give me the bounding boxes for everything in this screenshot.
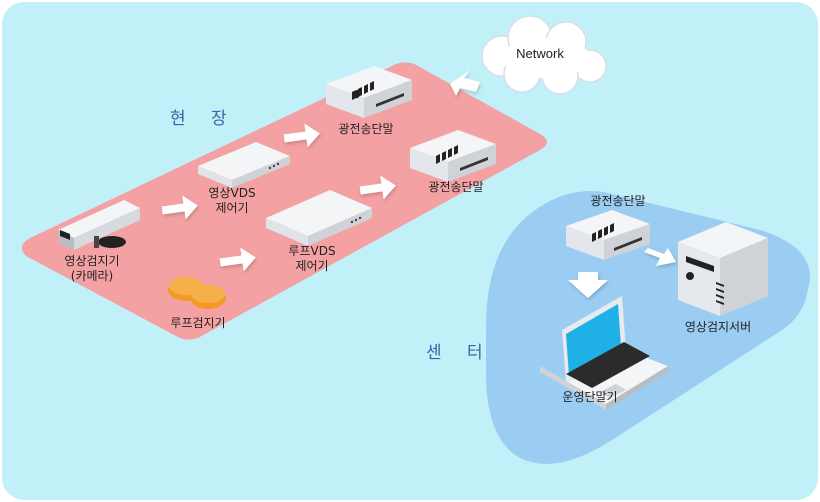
- loop-detector-icon: [168, 277, 226, 309]
- camera-label-line1: 영상검지기: [64, 254, 120, 268]
- camera-label-line2: (카메라): [70, 269, 114, 283]
- video-vds-controller-icon: [198, 142, 290, 188]
- optical-label-field-1: 광전송단말: [338, 122, 394, 136]
- optical-terminal-icon-center: [566, 210, 650, 260]
- zone-label-field: 현 장: [170, 109, 237, 129]
- optical-label-center: 광전송단말: [590, 194, 646, 208]
- optical-label-field-2: 광전송단말: [428, 180, 484, 194]
- server-icon: [678, 222, 768, 316]
- video-vds-label: 영상VDS 제어기: [208, 186, 255, 216]
- network-cloud: [481, 15, 607, 95]
- video-vds-label-line2: 제어기: [215, 201, 249, 215]
- arrow-camera-to-vds: [161, 195, 198, 220]
- loop-vds-controller-icon: [266, 190, 372, 246]
- zone-label-center: 센 터: [426, 343, 493, 363]
- loop-vds-label-line1: 루프VDS: [288, 244, 336, 258]
- loop-vds-label: 루프VDS 제어기: [288, 244, 335, 274]
- optical-terminal-icon-field-1: [326, 66, 412, 118]
- terminal-label: 운영단말기: [562, 390, 618, 404]
- camera-label: 영상검지기 (카메라): [64, 254, 119, 284]
- arrow-loop-to-vds: [219, 247, 256, 272]
- loop-detector-label: 루프검지기: [170, 316, 226, 330]
- camera-icon: [58, 200, 140, 250]
- loop-vds-label-line2: 제어기: [295, 259, 329, 273]
- optical-terminal-icon-field-2: [410, 130, 496, 182]
- arrow-optical-to-terminal: [568, 272, 608, 298]
- arrow-up-right: [450, 70, 480, 96]
- field-zone: [21, 62, 548, 340]
- arrow-optical-to-server: [644, 248, 676, 266]
- laptop-icon: [540, 296, 668, 410]
- arrow-loopvds-to-optical: [359, 175, 396, 200]
- video-vds-label-line1: 영상VDS: [208, 186, 256, 200]
- network-label: Network: [516, 46, 564, 61]
- arrow-vds-to-optical: [283, 123, 320, 148]
- server-label: 영상검지서버: [684, 320, 752, 334]
